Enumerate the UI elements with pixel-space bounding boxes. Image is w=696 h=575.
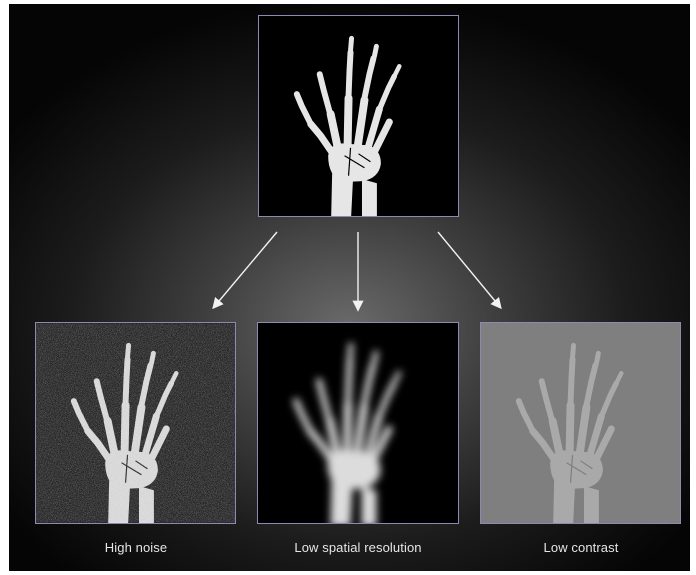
caption-low-contrast: Low contrast xyxy=(471,540,690,555)
noisy-hand-xray-icon xyxy=(36,323,235,523)
caption-high-noise: High noise xyxy=(26,540,246,555)
low-contrast-hand-xray-icon xyxy=(481,323,680,523)
low-spatial-resolution-hand-xray-image xyxy=(257,322,459,524)
low-contrast-hand-xray-image xyxy=(480,322,681,524)
high-noise-hand-xray-image xyxy=(35,322,236,524)
original-hand-xray-image xyxy=(258,15,459,217)
diagram-canvas: High noise Low spatial resolution Low co… xyxy=(9,4,690,571)
arrow-to-high-noise xyxy=(214,232,277,307)
hand-skeleton-xray-icon xyxy=(259,16,458,216)
arrow-to-low-contrast xyxy=(438,232,500,307)
caption-low-spatial-resolution: Low spatial resolution xyxy=(248,540,468,555)
blurred-hand-xray-icon xyxy=(258,323,458,523)
